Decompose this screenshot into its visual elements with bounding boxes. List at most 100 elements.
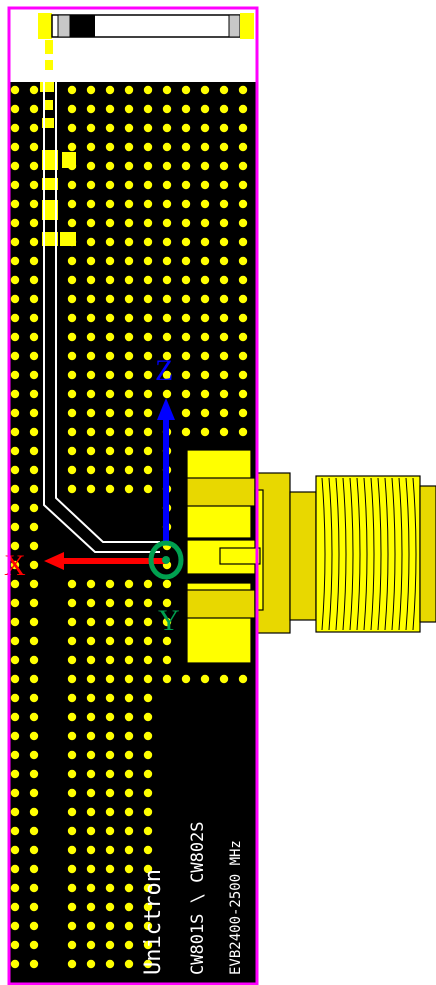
via	[67, 427, 77, 437]
matching-pads	[40, 40, 76, 246]
thread-line	[328, 477, 333, 631]
via	[162, 104, 172, 114]
via	[29, 959, 39, 969]
via	[29, 465, 39, 475]
via	[105, 731, 115, 741]
via	[181, 351, 191, 361]
via	[124, 807, 134, 817]
via	[200, 218, 210, 228]
via	[200, 161, 210, 171]
via	[105, 807, 115, 817]
via	[143, 484, 153, 494]
via	[143, 123, 153, 133]
via	[124, 636, 134, 646]
via	[162, 674, 172, 684]
via	[105, 294, 115, 304]
via	[124, 389, 134, 399]
via	[143, 427, 153, 437]
via	[29, 142, 39, 152]
via	[143, 275, 153, 285]
via	[67, 902, 77, 912]
via	[219, 351, 229, 361]
via	[10, 636, 20, 646]
via	[67, 123, 77, 133]
via	[10, 769, 20, 779]
via	[86, 921, 96, 931]
via	[238, 199, 248, 209]
via	[67, 104, 77, 114]
via	[29, 256, 39, 266]
via	[105, 218, 115, 228]
via	[105, 180, 115, 190]
via	[124, 123, 134, 133]
via	[29, 237, 39, 247]
via	[105, 902, 115, 912]
via	[124, 180, 134, 190]
via	[10, 104, 20, 114]
via	[162, 370, 172, 380]
via	[67, 807, 77, 817]
via	[181, 161, 191, 171]
via	[238, 351, 248, 361]
via	[124, 351, 134, 361]
via	[200, 389, 210, 399]
via	[162, 85, 172, 95]
via	[143, 199, 153, 209]
via	[86, 104, 96, 114]
via	[105, 959, 115, 969]
via	[86, 731, 96, 741]
via	[105, 237, 115, 247]
via	[86, 598, 96, 608]
via	[86, 180, 96, 190]
via	[162, 598, 172, 608]
via	[86, 275, 96, 285]
via	[143, 294, 153, 304]
via	[200, 142, 210, 152]
via	[105, 750, 115, 760]
via	[29, 845, 39, 855]
via	[162, 256, 172, 266]
via	[124, 256, 134, 266]
via	[105, 712, 115, 722]
via	[143, 731, 153, 741]
via	[86, 218, 96, 228]
via	[143, 313, 153, 323]
via	[124, 408, 134, 418]
via	[105, 313, 115, 323]
via	[10, 123, 20, 133]
via	[143, 218, 153, 228]
via	[105, 921, 115, 931]
via	[143, 788, 153, 798]
via	[105, 674, 115, 684]
via	[10, 256, 20, 266]
via	[105, 275, 115, 285]
via	[10, 693, 20, 703]
via	[105, 788, 115, 798]
via	[219, 142, 229, 152]
via	[124, 199, 134, 209]
origin-marker	[148, 540, 184, 580]
via	[219, 161, 229, 171]
via	[67, 446, 77, 456]
via	[10, 826, 20, 836]
via	[143, 864, 153, 874]
via	[124, 275, 134, 285]
thread-line	[377, 477, 382, 631]
via	[29, 370, 39, 380]
via	[86, 845, 96, 855]
via	[67, 256, 77, 266]
via	[67, 769, 77, 779]
thread-line	[363, 477, 368, 631]
via	[219, 180, 229, 190]
via	[105, 332, 115, 342]
via	[219, 85, 229, 95]
via	[86, 693, 96, 703]
via	[238, 427, 248, 437]
via	[124, 826, 134, 836]
via	[29, 123, 39, 133]
via	[124, 693, 134, 703]
via	[10, 959, 20, 969]
via	[29, 750, 39, 760]
via	[67, 750, 77, 760]
via	[29, 351, 39, 361]
